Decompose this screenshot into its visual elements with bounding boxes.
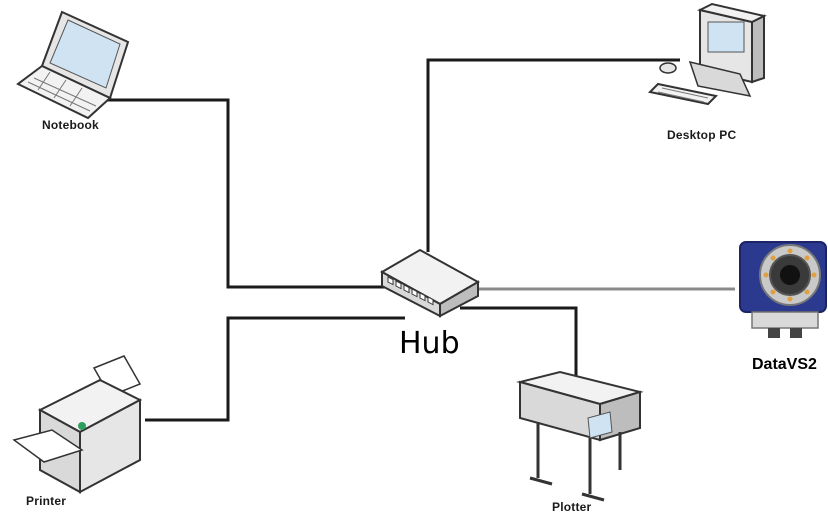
datavs2-label: DataVS2	[752, 356, 817, 373]
link-printer-hub	[145, 316, 405, 422]
datavs2-camera-icon[interactable]	[739, 241, 827, 338]
printer-icon[interactable]	[12, 355, 143, 494]
plotter-icon[interactable]	[516, 370, 644, 502]
hub-label: Hub	[399, 326, 460, 361]
connections	[100, 58, 735, 422]
notebook-icon[interactable]	[16, 10, 130, 120]
link-desktop-hub	[426, 58, 680, 252]
desktop-pc-icon[interactable]	[647, 2, 767, 106]
printer-label: Printer	[26, 494, 67, 508]
desktop-pc-label: Desktop PC	[667, 128, 737, 142]
hub-icon[interactable]	[379, 248, 481, 318]
link-notebook-hub	[100, 98, 385, 289]
notebook-label: Notebook	[42, 118, 99, 132]
link-plotter-hub	[460, 306, 578, 398]
plotter-label: Plotter	[552, 500, 592, 514]
